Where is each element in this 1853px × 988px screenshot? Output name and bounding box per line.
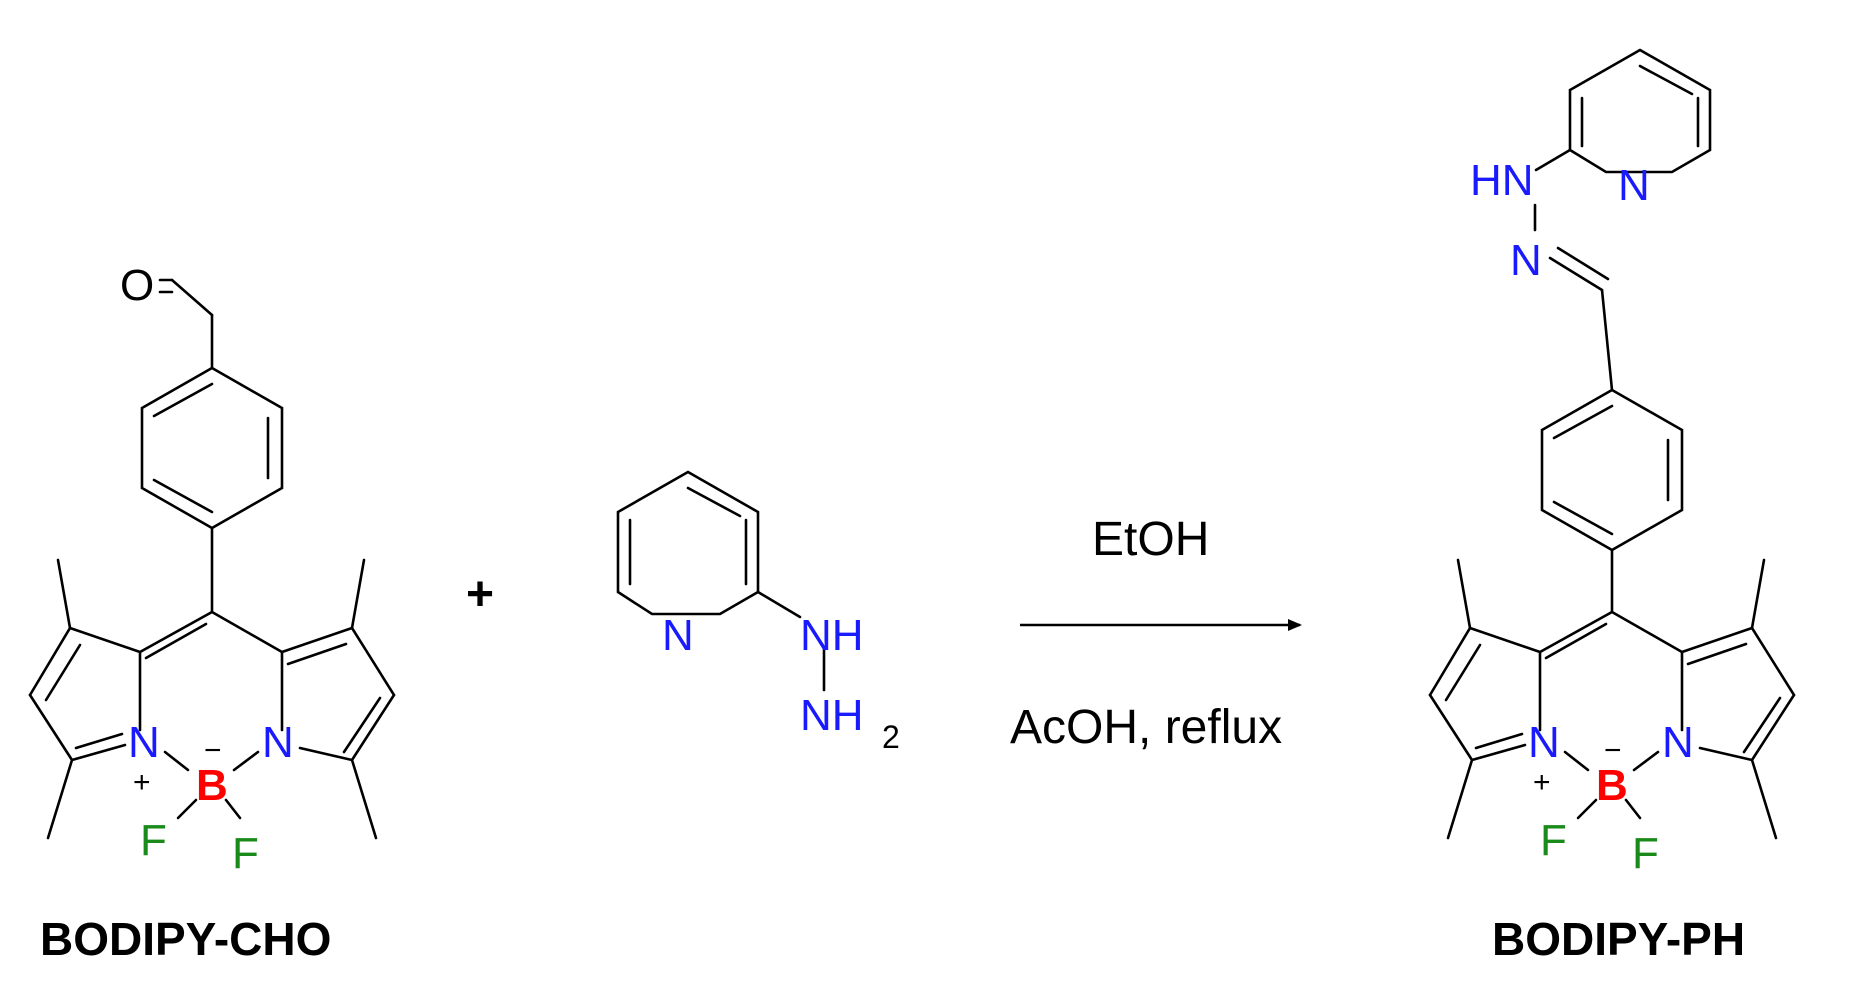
fluorine-atom-label: F xyxy=(1540,816,1567,865)
negative-charge: − xyxy=(1604,734,1622,767)
nitrogen-atom-label: N xyxy=(1618,161,1650,210)
product-name: BODIPY-PH xyxy=(1492,913,1745,965)
negative-charge: − xyxy=(204,734,222,767)
fluorine-atom-label: F xyxy=(1632,829,1659,878)
reactant-2-hydrazinopyridine: N NH NH 2 xyxy=(616,470,900,755)
nitrogen-atom-label: N xyxy=(128,718,160,767)
fluorine-atom-label: F xyxy=(232,829,259,878)
boron-atom-label: B xyxy=(196,761,228,810)
plus-sign: + xyxy=(466,568,494,621)
positive-charge: + xyxy=(1533,766,1551,799)
nitrogen-atom-label: N xyxy=(262,718,294,767)
boron-atom-label: B xyxy=(1596,761,1628,810)
oxygen-atom-label: O xyxy=(120,261,154,310)
nh-group-label: NH xyxy=(800,611,864,660)
nitrogen-atom-label: N xyxy=(662,611,694,660)
reactant-bodipy-cho: O N + N xyxy=(28,261,396,878)
imine-nitrogen-label: N xyxy=(1510,236,1542,285)
condition-solvent: EtOH xyxy=(1092,513,1209,566)
condition-catalyst: AcOH, reflux xyxy=(1010,701,1282,754)
nh2-group-label: NH xyxy=(800,691,864,740)
reactant1-name: BODIPY-CHO xyxy=(40,913,331,965)
nitrogen-atom-label: N xyxy=(1662,718,1694,767)
product-bodipy-ph: N HN N xyxy=(1428,48,1796,878)
hn-group-label: HN xyxy=(1470,156,1534,205)
nh2-subscript: 2 xyxy=(882,719,900,755)
fluorine-atom-label: F xyxy=(140,816,167,865)
nitrogen-atom-label: N xyxy=(1528,718,1560,767)
positive-charge: + xyxy=(133,766,151,799)
